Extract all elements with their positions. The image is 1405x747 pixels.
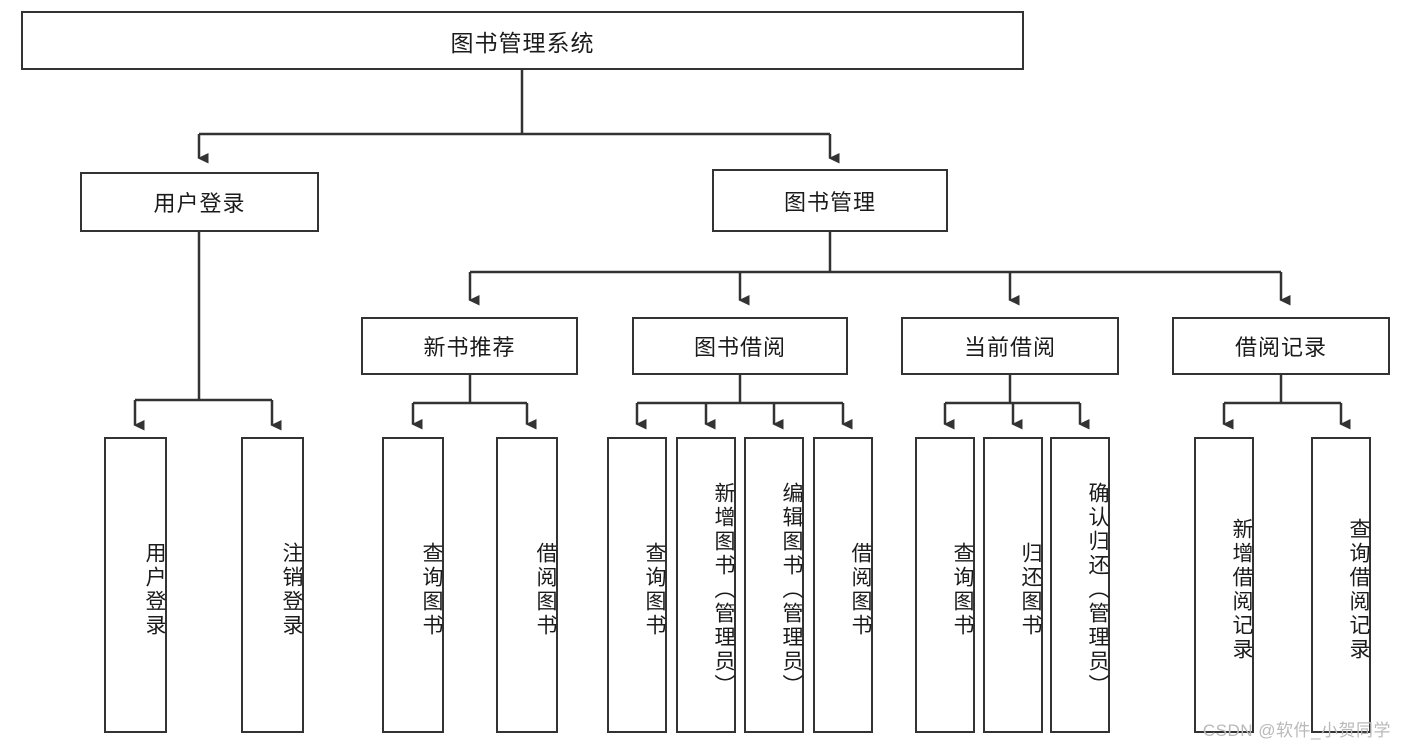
node-label: 图书借阅 <box>693 335 786 360</box>
leaf-new-book-query-book[interactable]: 查询图书 <box>382 437 444 733</box>
node-borrow-record[interactable]: 借阅记录 <box>1172 317 1390 375</box>
leaf-new-book-borrow-book[interactable]: 借阅图书 <box>496 437 558 733</box>
node-label: 查询借阅记录 <box>1347 518 1370 662</box>
node-label: 新书推荐 <box>423 335 516 360</box>
node-new-book-recommend[interactable]: 新书推荐 <box>361 317 578 375</box>
leaf-user-login-login[interactable]: 用户登录 <box>104 437 167 733</box>
leaf-borrow-record-add-record[interactable]: 新增借阅记录 <box>1194 437 1254 733</box>
leaf-book-borrow-query-book[interactable]: 查询图书 <box>607 437 667 733</box>
node-label: 归还图书 <box>1019 542 1042 638</box>
node-label: 查询图书 <box>420 542 443 638</box>
node-label: 查询图书 <box>951 542 974 638</box>
leaf-book-borrow-add-book-admin[interactable]: 新增图书（管理员） <box>676 437 736 733</box>
node-label: 新增借阅记录 <box>1230 518 1253 662</box>
node-book-management[interactable]: 图书管理 <box>712 169 948 232</box>
node-label: 注销登录 <box>280 542 303 638</box>
node-user-login[interactable]: 用户登录 <box>80 172 319 232</box>
node-label: 用户登录 <box>153 191 246 216</box>
leaf-borrow-record-query-record[interactable]: 查询借阅记录 <box>1311 437 1371 733</box>
watermark: CSDN @软件_小贺同学 <box>1202 721 1391 740</box>
leaf-current-borrow-return-book[interactable]: 归还图书 <box>983 437 1043 733</box>
node-label: 借阅图书 <box>849 542 872 638</box>
leaf-current-borrow-confirm-return-admin[interactable]: 确认归还（管理员） <box>1050 437 1110 733</box>
leaf-book-borrow-borrow-book[interactable]: 借阅图书 <box>813 437 873 733</box>
node-label: 编辑图书（管理员） <box>780 482 803 698</box>
node-label: 当前借阅 <box>963 335 1056 360</box>
node-label: 图书管理 <box>783 189 876 215</box>
node-label: 用户登录 <box>143 542 166 638</box>
leaf-book-borrow-edit-book-admin[interactable]: 编辑图书（管理员） <box>744 437 804 733</box>
node-label: 确认归还（管理员） <box>1086 482 1109 698</box>
leaf-user-login-logout[interactable]: 注销登录 <box>241 437 304 733</box>
node-label: 借阅记录 <box>1234 335 1327 360</box>
node-label: 图书管理系统 <box>450 29 595 56</box>
node-label: 借阅图书 <box>534 542 557 638</box>
node-current-borrow[interactable]: 当前借阅 <box>901 317 1119 375</box>
node-label: 查询图书 <box>643 542 666 638</box>
node-label: 新增图书（管理员） <box>712 482 735 698</box>
node-book-borrow[interactable]: 图书借阅 <box>632 317 848 375</box>
leaf-current-borrow-query-book[interactable]: 查询图书 <box>915 437 975 733</box>
node-root-book-management-system[interactable]: 图书管理系统 <box>21 11 1024 70</box>
